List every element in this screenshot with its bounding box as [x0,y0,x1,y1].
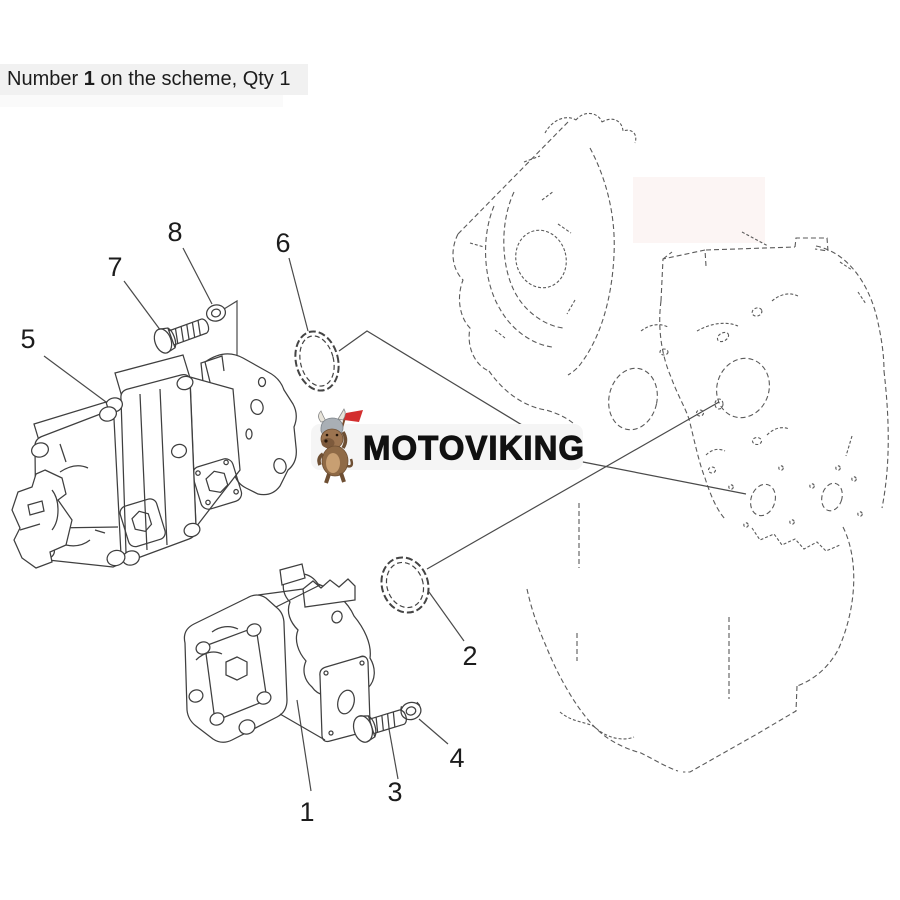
leader-3 [388,728,399,780]
engine-port-left [608,367,658,431]
scheme-note-number: 1 [83,68,95,90]
callouts: 1 2 3 4 5 6 7 8 [20,217,477,827]
pump-assembly-part5 [11,353,297,569]
washer-part8 [205,304,227,322]
leader-5 [43,355,107,403]
pump-body [183,594,288,743]
part-callout-8: 8 [167,217,182,247]
leader-7 [123,280,162,332]
watermark-brand: MOTOVIKING [362,428,586,468]
scheme-note-suffix: on the scheme, Qty 1 [94,68,291,90]
leader-6 [288,257,309,332]
ribbed-boss [302,578,356,608]
part-callout-5: 5 [20,324,35,354]
o-ring-part6 [294,330,340,392]
engine-port-right [716,357,770,419]
scheme-note-prefix: Number [7,68,84,90]
leader-lines [43,247,747,792]
faint-patch [633,177,765,243]
leader-8 [182,247,213,305]
part-callout-4: 4 [449,743,464,773]
viking-dog-mascot-icon [317,408,363,484]
part-callout-2: 2 [462,641,477,671]
part-callout-1: 1 [299,797,314,827]
drive-shaft [11,469,73,569]
bolt-part7 [153,318,210,354]
oring2-to-engine-line [426,401,720,570]
o-ring-part2 [380,556,430,614]
scheme-note-underlay [0,95,283,107]
watermark: MOTOVIKING [311,408,586,484]
gear-pump-part1 [183,563,375,743]
oring6-to-engine-line [338,330,747,495]
red-flag [344,410,363,422]
rear-section [189,376,241,529]
bolt-part3 [352,709,407,743]
leader-2 [428,591,465,642]
engine-block [452,112,889,773]
scheme-note: Number 1 on the scheme, Qty 1 [0,64,308,95]
engine-bolt-holes [728,465,863,528]
part-callout-6: 6 [275,228,290,258]
leader-1 [296,699,312,792]
part-callout-7: 7 [107,252,122,282]
part-callout-3: 3 [387,777,402,807]
leader-4 [418,718,449,745]
washer-part4 [399,701,422,721]
